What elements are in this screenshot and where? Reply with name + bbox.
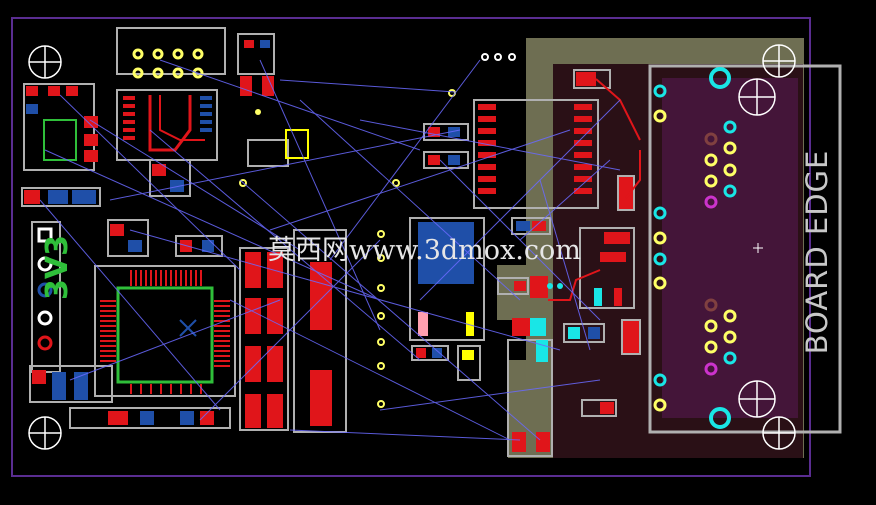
test-points[interactable]	[377, 230, 385, 408]
component-outline[interactable]	[29, 365, 113, 403]
header-pads[interactable]	[132, 48, 204, 79]
component-outline[interactable]	[247, 139, 289, 167]
resistor-pads[interactable]	[245, 252, 283, 428]
trace	[625, 150, 641, 199]
board-edge-label: BOARD EDGE	[800, 149, 834, 355]
ic-pads[interactable]	[123, 96, 212, 140]
connector-inner	[662, 78, 798, 418]
mcu-pins[interactable]	[100, 270, 230, 394]
voltage-silk-label: 3V3	[40, 235, 75, 300]
mcu-body[interactable]	[94, 265, 236, 397]
trace	[548, 269, 601, 301]
component-outline[interactable]	[473, 99, 599, 209]
origin-crosshair-icon	[753, 243, 763, 253]
board-outline	[11, 17, 811, 477]
component-outline[interactable]	[116, 27, 226, 75]
component-outline[interactable]	[237, 33, 275, 75]
connector-body	[648, 64, 842, 434]
module-outline[interactable]	[409, 217, 485, 341]
passive-pads[interactable]	[21, 86, 101, 207]
component-outline[interactable]	[285, 129, 309, 159]
trace	[148, 95, 192, 152]
trace	[159, 95, 205, 141]
mcu-silk	[116, 286, 214, 384]
header-pins[interactable]	[37, 227, 53, 351]
ratsnest	[39, 59, 621, 441]
test-points[interactable]	[481, 53, 516, 61]
component-outline[interactable]	[23, 83, 95, 171]
component-outline[interactable]	[69, 407, 231, 429]
watermark-text: 莫西网www.3dmox.com	[268, 235, 581, 266]
component-outline[interactable]	[293, 229, 347, 433]
ic-pads[interactable]	[478, 104, 592, 194]
connector-pads[interactable]	[653, 67, 737, 429]
component-outline[interactable]	[579, 227, 635, 309]
mounting-hole-icon[interactable]	[28, 44, 796, 450]
